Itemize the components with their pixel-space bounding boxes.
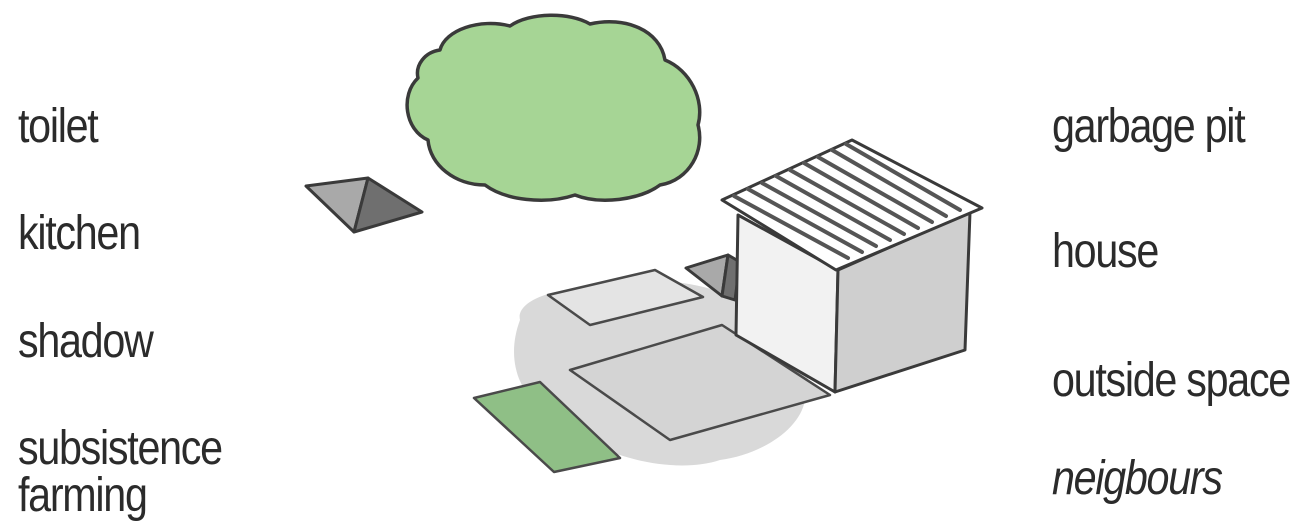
label-shadow: shadow [18, 315, 154, 368]
label-neighbours: neigbours [1052, 452, 1223, 505]
label-house: house [1052, 225, 1159, 278]
label-subsistence-farming: subsistence farming [18, 422, 223, 523]
label-kitchen: kitchen [18, 207, 141, 260]
farming-plot [472, 380, 622, 474]
tree-canopy [405, 13, 702, 202]
label-outside-space: outside space [1052, 354, 1291, 407]
house [720, 138, 984, 394]
toilet-pit [304, 176, 424, 234]
label-garbage-pit: garbage pit [1052, 100, 1246, 153]
label-farming-line2: farming [18, 469, 148, 523]
outside-slab-small [546, 268, 705, 327]
label-subsistence-line1: subsistence [18, 422, 223, 475]
label-toilet: toilet [18, 100, 99, 153]
outside-space-slab [568, 323, 832, 442]
